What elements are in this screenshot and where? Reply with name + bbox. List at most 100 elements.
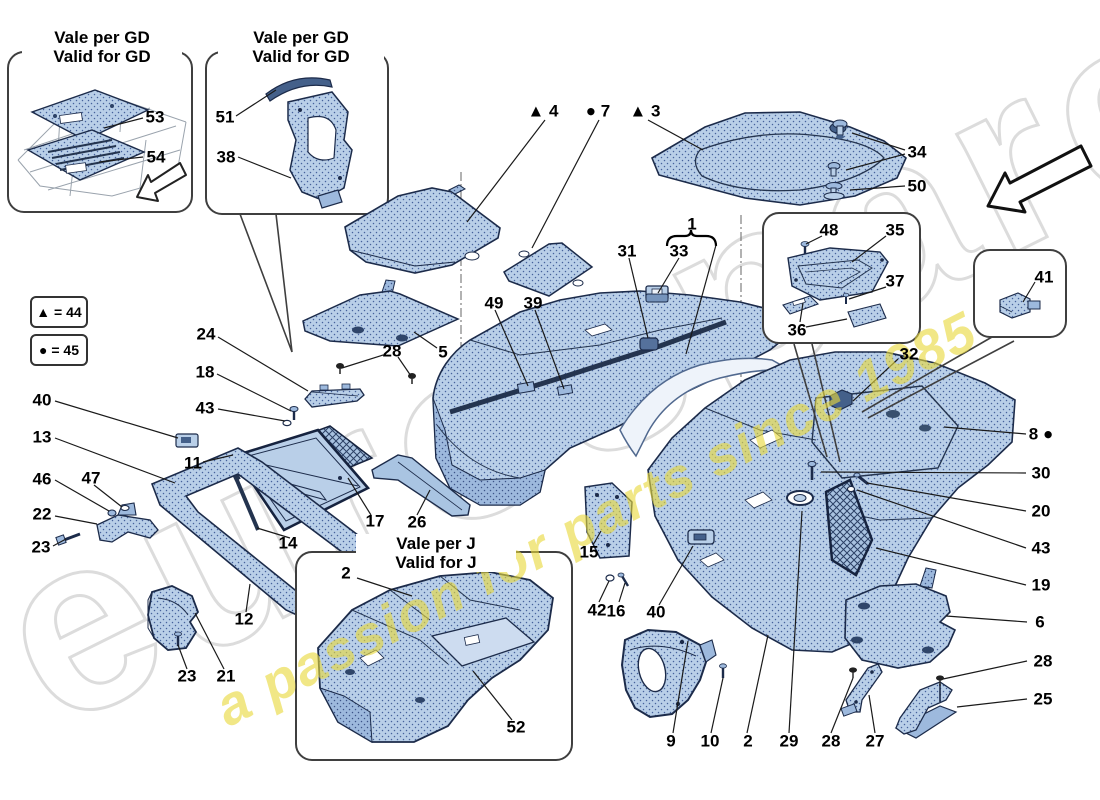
leader-line	[672, 640, 689, 734]
fastener-28c	[849, 667, 857, 678]
callout-48[interactable]: 48	[819, 220, 839, 240]
callout-28[interactable]: 28	[382, 341, 402, 361]
callout-41[interactable]: 41	[1034, 267, 1054, 287]
clip-41	[999, 292, 1041, 319]
callout-34[interactable]: 34	[907, 142, 927, 162]
mat-3-passenger	[650, 111, 907, 206]
callout-43[interactable]: 43	[1031, 538, 1051, 558]
callout-49[interactable]: 49	[484, 293, 504, 313]
leader-line	[852, 358, 899, 402]
callout-29[interactable]: 29	[779, 731, 799, 751]
leader-line	[942, 660, 1028, 680]
callout-8[interactable]: 8 ●	[1028, 424, 1054, 444]
callout-3[interactable]: ▲ 3	[629, 101, 661, 121]
leader-line	[945, 615, 1028, 623]
leader-line	[194, 612, 225, 670]
callout-5[interactable]: 5	[438, 342, 448, 362]
callout-35[interactable]: 35	[885, 220, 905, 240]
fastener-34b	[827, 162, 841, 177]
leader-line	[956, 698, 1028, 708]
leader-line	[341, 354, 384, 369]
latch-40b	[687, 529, 715, 545]
pin-20	[853, 472, 869, 486]
callout-10[interactable]: 10	[700, 731, 720, 751]
callout-23[interactable]: 23	[177, 666, 197, 686]
bolt-23a	[55, 532, 81, 546]
callout-16[interactable]: 16	[606, 601, 626, 621]
leader-line	[685, 244, 717, 355]
leader-line	[628, 257, 649, 339]
sill-26	[371, 454, 471, 517]
callout-42[interactable]: 42	[587, 600, 607, 620]
leader-line	[534, 309, 565, 390]
callout-14[interactable]: 14	[278, 533, 298, 553]
callout-52[interactable]: 52	[506, 717, 526, 737]
leader-line	[848, 286, 887, 300]
callout-15[interactable]: 15	[579, 542, 599, 562]
callout-9[interactable]: 9	[666, 731, 676, 751]
callout-12[interactable]: 12	[234, 609, 254, 629]
leader-line	[598, 580, 610, 603]
callout-31[interactable]: 31	[617, 241, 637, 261]
callout-38[interactable]: 38	[216, 147, 236, 167]
screw-16	[617, 572, 630, 587]
callout-22[interactable]: 22	[32, 504, 52, 524]
callout-28[interactable]: 28	[821, 731, 841, 751]
callout-2[interactable]: 2	[341, 563, 351, 583]
callout-18[interactable]: 18	[195, 362, 215, 382]
callout-43[interactable]: 43	[195, 398, 215, 418]
inset-title-gd2-line2: Valid for GD	[252, 47, 350, 66]
callout-17[interactable]: 17	[365, 511, 385, 531]
inset-title-j-line1: Vale per J	[396, 534, 476, 553]
inset-gd-bracket	[205, 51, 389, 353]
callout-33[interactable]: 33	[669, 241, 689, 261]
callout-40[interactable]: 40	[646, 602, 666, 622]
washer-42	[605, 574, 615, 582]
callout-25[interactable]: 25	[1033, 689, 1053, 709]
callout-39[interactable]: 39	[523, 293, 543, 313]
callout-28[interactable]: 28	[1033, 651, 1053, 671]
bracket-25	[894, 681, 958, 739]
callout-30[interactable]: 30	[1031, 463, 1051, 483]
leader-line	[845, 153, 906, 171]
leader-line	[943, 426, 1027, 435]
leader-line	[494, 309, 529, 387]
inset-title-gd2-line1: Vale per GD	[253, 28, 349, 47]
leader-line	[868, 694, 876, 734]
callout-11[interactable]: 11	[184, 453, 202, 473]
leader-line	[849, 185, 906, 191]
callout-21[interactable]: 21	[216, 666, 236, 686]
mat-53	[30, 89, 150, 141]
callout-27[interactable]: 27	[865, 731, 885, 751]
callout-50[interactable]: 50	[907, 176, 927, 196]
floor-carpet-main	[647, 351, 1016, 653]
leader-line	[177, 644, 188, 670]
callout-46[interactable]: 46	[32, 469, 52, 489]
callout-51[interactable]: 51	[215, 107, 235, 127]
callout-20[interactable]: 20	[1031, 501, 1051, 521]
callout-2[interactable]: 2	[743, 731, 753, 751]
leader-line	[216, 373, 292, 412]
callout-13[interactable]: 13	[32, 427, 52, 447]
callout-19[interactable]: 19	[1031, 575, 1051, 595]
callout-7[interactable]: ● 7	[585, 101, 611, 121]
leader-line	[466, 119, 546, 223]
callout-54[interactable]: 54	[146, 147, 166, 167]
callout-53[interactable]: 53	[145, 107, 165, 127]
inset-arrow-icon	[136, 162, 187, 202]
callout-36[interactable]: 36	[787, 320, 807, 340]
leader-line	[788, 510, 803, 734]
callout-23[interactable]: 23	[31, 537, 51, 557]
callout-40[interactable]: 40	[32, 390, 52, 410]
callout-26[interactable]: 26	[407, 512, 427, 532]
callout-47[interactable]: 47	[81, 468, 101, 488]
leader-line	[93, 484, 123, 508]
callout-32[interactable]: 32	[899, 344, 919, 364]
callout-1[interactable]: 1	[687, 214, 697, 234]
leader-line	[1022, 281, 1036, 303]
callout-24[interactable]: 24	[196, 324, 216, 344]
callout-37[interactable]: 37	[885, 271, 905, 291]
callout-4[interactable]: ▲ 4	[527, 101, 559, 121]
callout-6[interactable]: 6	[1035, 612, 1045, 632]
clip-28b	[408, 373, 416, 384]
